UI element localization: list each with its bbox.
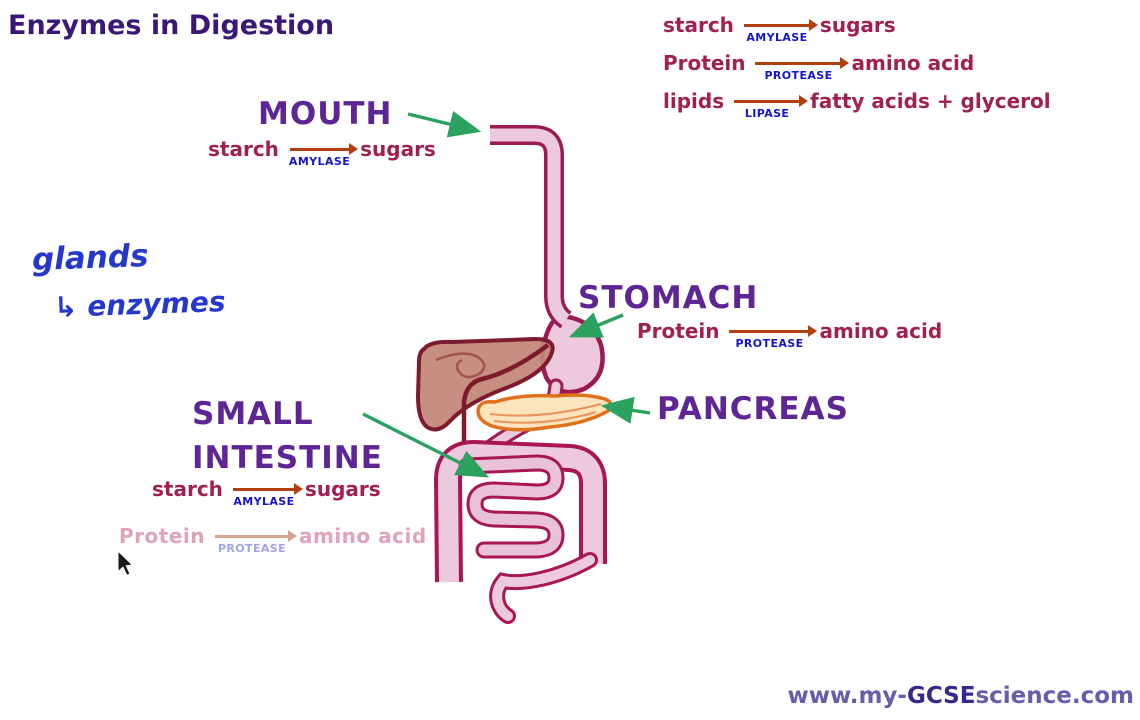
reaction-arrow: LIPASE [734, 89, 809, 120]
small-intestine-pointer-arrow [362, 412, 490, 478]
small-intestine-label-line1: SMALL [192, 396, 314, 432]
pancreas-pointer-arrow [600, 396, 651, 424]
reaction-arrow-line [729, 325, 818, 337]
reaction-product: amino acid [298, 524, 427, 548]
legend-reaction-lipids: lipids LIPASE fatty acids + glycerol [663, 89, 1051, 120]
watermark-emphasis: GCSE [906, 683, 976, 709]
enzyme-label: AMYLASE [233, 495, 295, 508]
enzyme-label: LIPASE [744, 107, 790, 120]
pancreas-texture-line2 [493, 411, 597, 424]
reaction-arrow: AMYLASE [288, 137, 358, 168]
reaction-substrate: Protein [663, 51, 746, 75]
enzyme-label: PROTEASE [764, 69, 833, 82]
handwritten-note-enzymes: ↳ enzymes [53, 285, 226, 324]
reaction-arrow: PROTEASE [755, 51, 850, 82]
legend-reaction-starch: starch AMYLASE sugars [663, 13, 896, 44]
page-title: Enzymes in Digestion [8, 10, 335, 41]
enzyme-label: AMYLASE [288, 155, 351, 168]
reaction-product: sugars [360, 137, 436, 161]
stomach-label: STOMACH [578, 280, 759, 316]
watermark-prefix: www.my- [787, 683, 907, 709]
small-intestine-reaction-starch: starch AMYLASE sugars [152, 477, 381, 508]
pancreas-texture-line [489, 403, 602, 417]
reaction-arrow-line [232, 483, 303, 495]
reaction-substrate: starch [208, 137, 279, 161]
enzyme-label: PROTEASE [735, 337, 804, 350]
reaction-substrate: lipids [663, 89, 725, 113]
reaction-substrate: Protein [119, 524, 205, 548]
reaction-arrow: AMYLASE [743, 13, 818, 44]
curved-arrow-glyph: ↳ [53, 290, 79, 324]
reaction-arrow-line [755, 57, 850, 69]
rectum-shape [492, 555, 595, 621]
reaction-substrate: starch [152, 477, 223, 501]
small-intestine-shape [461, 457, 562, 556]
reaction-arrow-line [734, 95, 809, 107]
mouth-reaction: starch AMYLASE sugars [208, 137, 436, 168]
small-intestine-reaction-protein-faded: Protein PROTEASE amino acid [119, 524, 427, 555]
bile-duct-shape [461, 343, 550, 449]
mouth-label: MOUTH [258, 96, 393, 132]
enzyme-label: PROTEASE [217, 542, 287, 555]
mouth-pointer-arrow [407, 110, 482, 138]
pancreas-label: PANCREAS [657, 391, 849, 427]
reaction-arrow: PROTEASE [729, 319, 818, 350]
reaction-product: amino acid [819, 319, 943, 343]
reaction-product: fatty acids + glycerol [810, 89, 1051, 113]
enzyme-label: AMYLASE [746, 31, 808, 44]
reaction-product: sugars [819, 13, 896, 37]
handwritten-note-text: enzymes [86, 285, 227, 323]
small-intestine-label: SMALL INTESTINE [192, 392, 383, 480]
mouse-cursor [117, 549, 134, 577]
legend-reaction-protein: Protein PROTEASE amino acid [663, 51, 974, 82]
stomach-pointer-arrow [568, 312, 624, 338]
small-intestine-label-line2: INTESTINE [192, 440, 383, 476]
watermark-suffix: science.com [975, 683, 1134, 709]
handwritten-note-glands: glands [31, 237, 150, 279]
reaction-product: sugars [304, 477, 381, 501]
reaction-arrow-line [289, 143, 358, 155]
reaction-arrow: PROTEASE [214, 524, 297, 555]
reaction-substrate: Protein [637, 319, 720, 343]
enzyme-reactions-legend: starch AMYLASE sugars Protein PROTEASE a… [663, 13, 1051, 127]
stomach-reaction: Protein PROTEASE amino acid [637, 319, 942, 350]
liver-lobe-detail [435, 352, 486, 379]
reaction-arrow: AMYLASE [232, 477, 303, 508]
reaction-substrate: starch [663, 13, 734, 37]
reaction-arrow-line [214, 530, 297, 542]
website-watermark: www.my-GCSEscience.com [787, 683, 1134, 709]
reaction-arrow-line [743, 19, 818, 31]
reaction-product: amino acid [851, 51, 975, 75]
esophagus-shape [490, 128, 570, 326]
